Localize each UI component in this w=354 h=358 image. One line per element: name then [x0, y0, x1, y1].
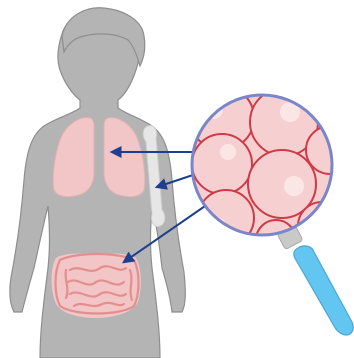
- cell-nucleus: [220, 144, 236, 160]
- lens-handle: [277, 224, 353, 335]
- cell-nucleus: [284, 176, 304, 196]
- cell: [198, 190, 254, 246]
- magnifying-glass-icon: [190, 86, 354, 335]
- cell: [192, 134, 252, 194]
- cell: [298, 202, 346, 250]
- intestines: [52, 254, 141, 318]
